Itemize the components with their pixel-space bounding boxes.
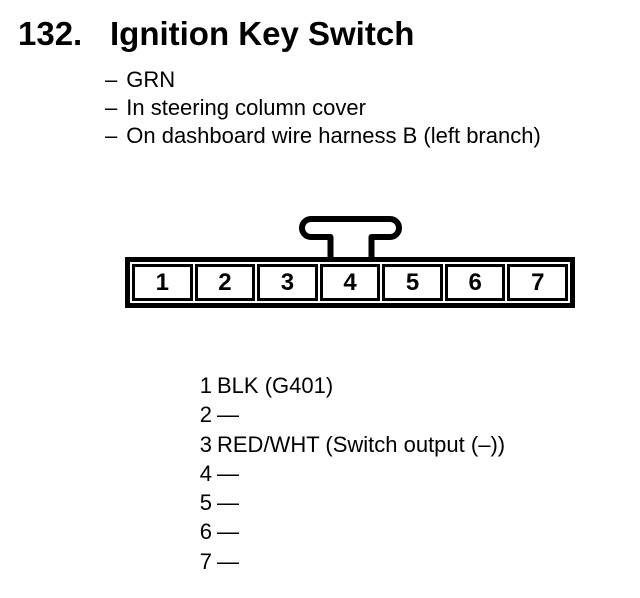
pin-wire-label: — — [217, 402, 239, 428]
note-item: –On dashboard wire harness B (left branc… — [105, 122, 541, 150]
pin-cell-number: 2 — [218, 268, 232, 296]
pin-wire-label: — — [217, 490, 239, 516]
pin-wire-label: BLK (G401) — [217, 373, 334, 398]
connector-pin-cell-1: 1 — [132, 264, 193, 301]
pin-number: 1 — [199, 373, 212, 398]
item-title: Ignition Key Switch — [110, 15, 415, 52]
connector-diagram: 1 2 3 4 5 6 7 — [125, 257, 575, 308]
note-text: On dashboard wire harness B (left branch… — [126, 123, 541, 148]
connector-pin-cell-7: 7 — [507, 264, 569, 301]
note-text: GRN — [126, 67, 176, 92]
pin-row: 2— — [199, 400, 505, 429]
connector-pin-cell-4: 4 — [319, 264, 381, 301]
note-text: In steering column cover — [126, 95, 366, 120]
pin-wire-label: — — [217, 519, 239, 545]
connector-latch-tab-icon — [299, 216, 402, 259]
connector-pin-cell-5: 5 — [382, 264, 443, 301]
bullet-dash: – — [105, 123, 118, 148]
pin-number: 6 — [199, 519, 212, 545]
pin-row: 7— — [199, 547, 505, 576]
pin-row: 4— — [199, 459, 505, 488]
connector-pin-cell-3: 3 — [257, 264, 318, 301]
pin-number: 7 — [199, 548, 212, 574]
pin-wire-label: RED/WHT (Switch output (–)) — [217, 431, 506, 457]
pin-wire-label: — — [217, 460, 239, 486]
pin-cell-number: 5 — [405, 268, 420, 296]
pin-row: 6— — [199, 517, 505, 546]
bullet-dash: – — [105, 67, 118, 92]
notes-list: –GRN –In steering column cover –On dashb… — [105, 66, 541, 150]
pin-cell-number: 1 — [155, 268, 169, 296]
bullet-dash: – — [105, 95, 118, 120]
pin-cell-number: 3 — [280, 268, 295, 296]
item-number: 132. — [18, 15, 83, 52]
connector-pin-cell-6: 6 — [444, 264, 506, 301]
note-item: –GRN — [105, 66, 541, 94]
pin-number: 2 — [199, 402, 212, 428]
pin-number: 5 — [199, 490, 212, 516]
pin-row: 5— — [199, 488, 505, 517]
pin-wire-label: — — [217, 548, 239, 574]
pin-cell-number: 4 — [343, 268, 357, 296]
note-item: –In steering column cover — [105, 94, 541, 122]
pin-number: 3 — [199, 431, 212, 457]
pin-cell-number: 6 — [468, 268, 482, 296]
pin-number: 4 — [199, 460, 212, 486]
pin-cell-number: 7 — [531, 268, 545, 296]
connector-pin-cell-2: 2 — [194, 264, 256, 301]
page-title: 132. Ignition Key Switch — [18, 17, 414, 50]
